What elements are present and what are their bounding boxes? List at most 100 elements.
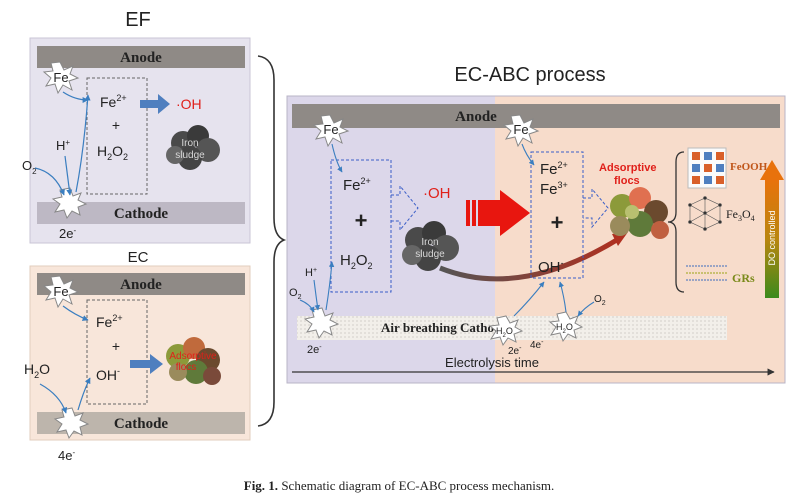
caption-label: Fig. 1. [243,478,279,493]
ec-blue-arrow [130,354,163,374]
abc-red-arrow [466,190,530,236]
abc-time-label: Electrolysis time [445,355,539,370]
abc-fe-left-arrow [331,143,343,173]
ec-flocs-line2: flocs [176,362,197,373]
ec-cathode-label: Cathode [114,416,169,432]
abc-grs-label: GRs [732,271,755,285]
abc-flocs-line2: flocs [614,175,640,187]
abc-oh-minus: OH- [538,258,564,276]
ec-adsorptive-flocs [166,337,221,385]
ec-anode-bar [37,273,245,295]
abc-products-brace [667,151,685,293]
ef-hplus-arrow [64,155,73,196]
abc-iron-sludge [402,221,459,271]
ef-electrons: 2e- [59,226,76,241]
ec-title: EC [128,249,149,266]
abc-right-plus: + [551,210,564,235]
ef-iron-sludge [166,125,220,170]
ef-anode-bar [37,46,245,68]
abc-fe2-right: Fe2+ [540,160,568,178]
abc-fe3-right: Fe3+ [540,180,568,198]
abc-sludge-to-flocs-arrow [439,235,622,282]
ec-plus: + [112,338,120,354]
ef-title: EF [125,9,151,31]
abc-left-dashed-arrow [391,184,419,232]
abc-oh-radical: ·OH [423,185,451,202]
ec-fe2: Fe2+ [96,313,123,330]
ef-plus: + [112,117,120,133]
ec-anode-label: Anode [120,277,162,293]
ef-o2-arrow [34,167,65,196]
abc-do-arrowhead [760,160,784,180]
abc-cathode-burst-a [488,315,524,347]
abc-fe-right-label: Fe [513,122,528,137]
ef-h2o2: H2O2 [97,143,128,162]
ef-hplus: H+ [56,138,70,153]
abc-right-dashed-arrow [583,187,609,229]
abc-sludge-line2: sludge [415,249,445,260]
abc-cathode-burst-left [303,307,340,340]
abc-grs-layers [686,265,728,281]
abc-h2o-b: H2O [556,322,573,335]
abc-oh-arrow-a [513,281,545,317]
abc-flocs-line1: Adsorptive [599,162,656,174]
ec-cathode-burst [53,407,90,440]
ef-blue-arrow [140,94,170,114]
abc-o2-left: O2 [289,287,302,301]
abc-anode-bar [292,104,780,128]
abc-fe2: Fe2+ [343,176,371,194]
abc-o2-right-arrow [577,301,595,317]
abc-feooh-crystal [687,147,727,189]
caption-text: Schematic diagram of EC-ABC process mech… [281,478,555,493]
abc-cathode-burst-b [548,311,584,343]
abc-hplus: H+ [305,267,317,279]
ec-cathode-bar [37,412,245,434]
abc-cathode-label: Air breathing Cathode [381,320,507,335]
ec-h2o-arrow [39,383,68,414]
figure-caption: Fig. 1. Schematic diagram of EC-ABC proc… [0,478,798,494]
abc-electrons-left: 2e- [307,344,322,356]
ec-h2o: H2O [24,361,50,380]
abc-left-reaction-box [330,159,392,293]
abc-h2o2: H2O2 [340,252,373,271]
ef-cathode-label: Cathode [114,206,169,222]
ef-sludge-line2: sludge [175,150,205,161]
abc-h2o-a: H2O [496,326,513,339]
abc-fe-left-burst [312,114,350,148]
abc-fe-right-burst [502,114,540,148]
ef-sludge-line1: Iron [181,138,198,149]
abc-o2-right: O2 [594,294,606,307]
abc-do-label: DO controlled [767,210,777,265]
abc-right-reaction-box [530,151,584,279]
ec-reaction-box [86,299,148,405]
abc-sludge-to-flocs-arrowhead [612,232,628,246]
ef-anode-label: Anode [120,50,162,66]
ec-flocs-line1: Adsorptive [169,351,217,362]
ef-oh-radical: ·OH [176,96,202,112]
abc-frame [286,95,786,384]
ef-o2: O2 [22,158,37,176]
abc-fe3o4-lattice [688,196,722,231]
ef-fe2: Fe2+ [100,93,127,110]
abc-sludge-line1: Iron [421,237,438,248]
abc-adsorptive-flocs [610,187,669,239]
grouping-brace [257,55,287,427]
abc-panel: EC-ABC process Anode Air breathing Catho… [286,64,786,384]
abc-electrons-4e: 4e- [530,339,544,351]
abc-oh-arrow-b [558,281,567,313]
abc-left-plus: + [355,208,368,233]
abc-fe3o4-label: Fe3O4 [726,207,755,223]
ef-cathode-bar [37,202,245,224]
ef-h2o2-arrow [75,94,91,193]
ec-oh-arrow [77,377,91,411]
ec-electrons: 4e- [58,448,75,463]
abc-electrons-2e: 2e- [508,345,522,357]
ec-fe-arrow [62,305,89,321]
abc-do-bar [765,180,779,298]
ef-fe-label: Fe [53,70,68,85]
abc-o2-left-arrow [299,299,315,313]
abc-feooh-label: FeOOH [730,161,768,173]
abc-anode-label: Anode [455,109,497,125]
abc-hplus-arrow [313,279,321,311]
